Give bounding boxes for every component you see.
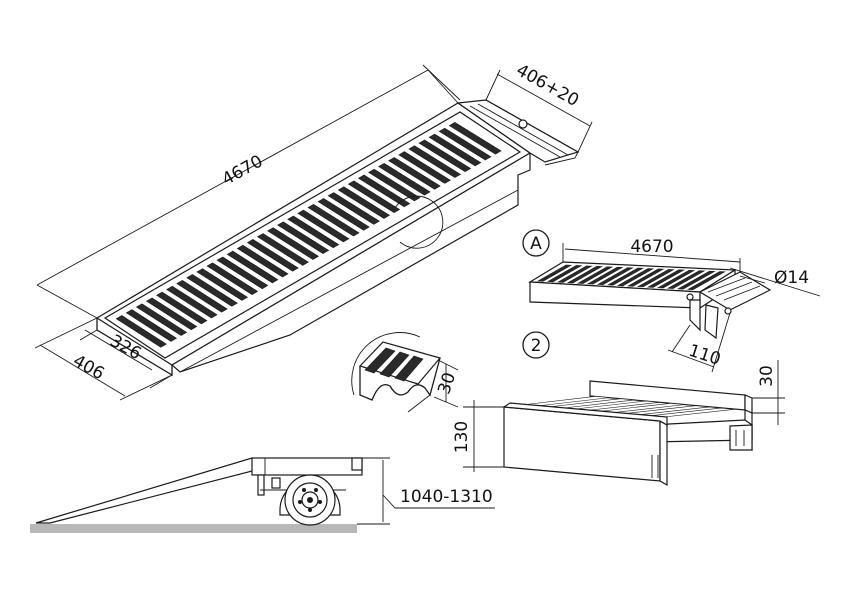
main-ramp-slat	[135, 303, 188, 336]
main-ramp-slat	[277, 221, 330, 254]
main-ramp-slat	[256, 233, 309, 266]
main-ramp-slat	[166, 285, 218, 319]
detail-a-slat	[656, 269, 696, 289]
dim-section-2-top-label: 30	[757, 365, 777, 387]
main-ramp-slat	[216, 256, 269, 290]
dim-section-2-height-label: 130	[452, 421, 472, 453]
main-ramp-slat	[186, 274, 238, 307]
main-ramp-slat	[357, 174, 411, 208]
detail-a-slat	[556, 265, 593, 283]
profile-detail: 30	[351, 332, 460, 413]
dim-width-top-label: 406+20	[513, 60, 582, 111]
main-ramp-slat	[297, 209, 350, 243]
main-ramp-slat	[307, 203, 360, 237]
detail-a-slat	[546, 265, 583, 283]
dim-detail-a-length-label: 4670	[630, 237, 673, 257]
dim-length-main-label: 4670	[219, 151, 267, 189]
dim-trailer-height-label: 1040-1310	[400, 487, 493, 507]
main-ramp-slat	[196, 268, 249, 301]
detail-a-slat	[606, 267, 644, 286]
detail-a-slats	[536, 264, 726, 291]
main-ramp-slat	[398, 151, 451, 184]
main-ramp-slat	[145, 297, 198, 331]
dim-detail-a-diameter-label: Ø14	[774, 268, 809, 288]
main-ramp-slat	[246, 239, 299, 272]
detail-a-slat	[596, 267, 634, 285]
main-ramp-slat	[267, 227, 320, 260]
main-ramp-slat	[367, 168, 421, 202]
dim-profile-height-label: 30	[434, 370, 460, 397]
main-ramp-slat	[438, 127, 492, 161]
main-ramp-slat	[125, 309, 178, 342]
main-ramp-slat	[317, 198, 370, 231]
detail-a-slat	[576, 266, 614, 284]
main-ramp-slat	[327, 192, 380, 225]
main-ramp	[95, 99, 580, 377]
main-ramp-slat	[378, 162, 431, 196]
main-ramp-slat	[287, 215, 340, 249]
main-ramp-slat	[448, 122, 502, 155]
main-ramp-slat	[347, 180, 401, 214]
main-ramp-slat	[115, 315, 167, 348]
main-ramp-slat	[418, 139, 472, 173]
ground	[30, 524, 357, 533]
main-ramp-slat	[236, 244, 289, 278]
main-ramp-slat	[408, 145, 462, 178]
detail-a-slat	[586, 266, 624, 285]
main-ramp-slat	[226, 250, 279, 284]
section-2: 2 30 130	[452, 331, 785, 487]
main-ramp-slat	[337, 186, 391, 219]
main-ramp-slat	[206, 262, 259, 295]
detail-a-slat	[616, 268, 655, 287]
detail-a-slat	[566, 266, 603, 284]
detail-a-slat	[636, 269, 675, 288]
detail-a-slat	[666, 270, 706, 289]
callout-section-2: 2	[531, 336, 542, 356]
detail-a-slat	[686, 271, 726, 291]
trailer-side-view: 1040-1310	[30, 457, 495, 533]
main-ramp-slats	[115, 122, 502, 348]
main-ramp-slat	[388, 157, 441, 190]
detail-a: A 4670 Ø14 110	[522, 229, 821, 373]
main-ramp-slat	[428, 133, 482, 167]
detail-a-slat	[626, 268, 665, 287]
detail-a-slat	[536, 264, 573, 282]
dim-width-outer-label: 406	[69, 351, 107, 384]
dim-detail-a-width-label: 110	[686, 341, 723, 370]
main-ramp-slat	[156, 291, 208, 325]
detail-a-slat	[646, 269, 685, 288]
detail-a-slat	[676, 270, 716, 290]
main-ramp-slat	[176, 280, 228, 313]
callout-detail-a: A	[530, 234, 542, 254]
